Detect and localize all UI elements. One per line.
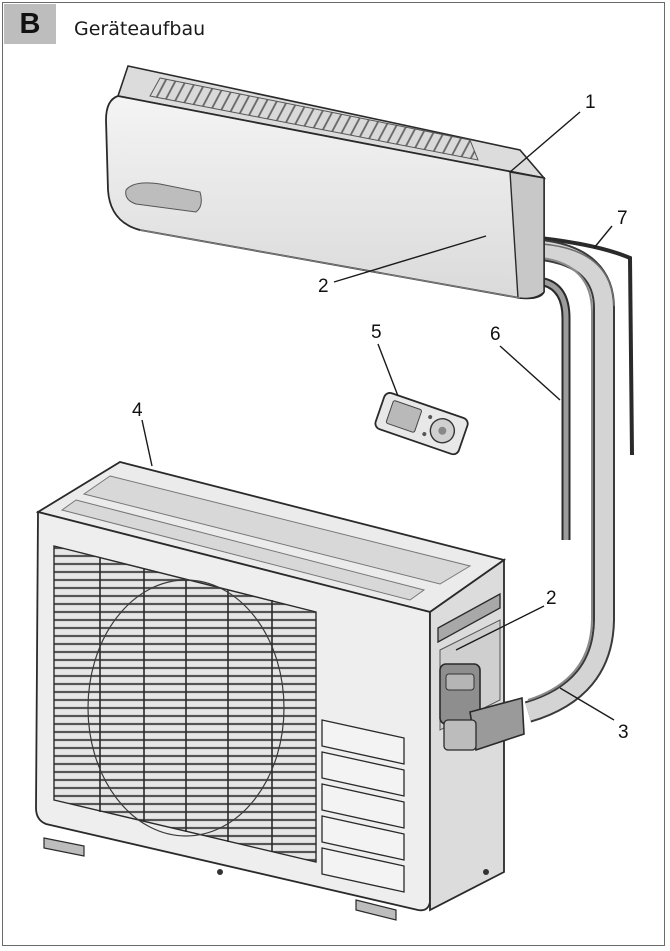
callout-5: 5: [371, 322, 382, 343]
callout-3: 3: [618, 722, 629, 743]
callout-6: 6: [490, 324, 501, 345]
callout-2-outdoor: 2: [546, 588, 557, 609]
callout-1: 1: [585, 92, 596, 113]
callout-7: 7: [617, 208, 628, 229]
indoor-unit: [106, 66, 544, 298]
remote-control: [374, 391, 470, 456]
callout-2-indoor: 2: [318, 276, 329, 297]
pipe-bundle: [528, 238, 632, 712]
outdoor-unit: [36, 462, 524, 920]
callout-4: 4: [132, 400, 143, 421]
